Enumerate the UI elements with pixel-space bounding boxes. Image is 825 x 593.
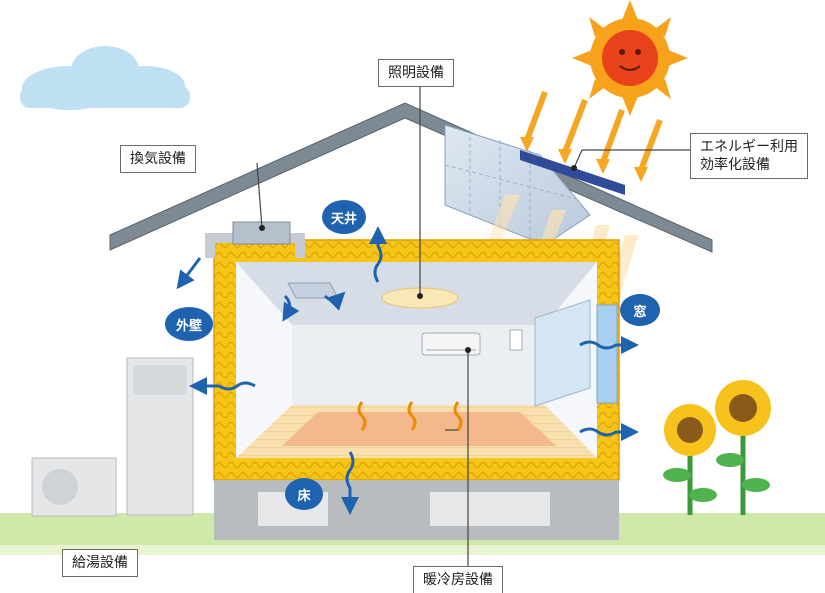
- outdoor-unit: [31, 457, 117, 517]
- label-hot-water: 給湯設備: [62, 549, 138, 577]
- label-ventilation: 換気設備: [120, 145, 196, 173]
- window-icon: [534, 299, 618, 407]
- bubble-outer-wall: 外壁: [165, 307, 213, 341]
- air-conditioner-icon: [421, 332, 481, 356]
- label-energy-efficiency: エネルギー利用 効率化設備: [690, 133, 808, 179]
- sun-icon: [572, 0, 688, 116]
- bubble-window: 窓: [620, 294, 660, 326]
- cloud: [20, 46, 190, 110]
- floor-heating-mat: [282, 412, 556, 446]
- heat-flow-arrows: [176, 226, 639, 515]
- label-heating-cooling: 暖冷房設備: [413, 566, 503, 593]
- sunlight-arrows: [520, 90, 663, 182]
- bubble-ceiling: 天井: [322, 200, 366, 234]
- bubble-floor: 床: [285, 478, 323, 510]
- label-lighting: 照明設備: [378, 59, 454, 87]
- ceiling-vent-icon: [287, 282, 339, 299]
- heat-wave-icons: [357, 401, 463, 431]
- roof: [109, 102, 713, 253]
- ventilation-unit: [205, 221, 305, 258]
- foundation: [214, 480, 619, 540]
- water-heater: [126, 357, 194, 516]
- sunflower-icon: [663, 380, 771, 515]
